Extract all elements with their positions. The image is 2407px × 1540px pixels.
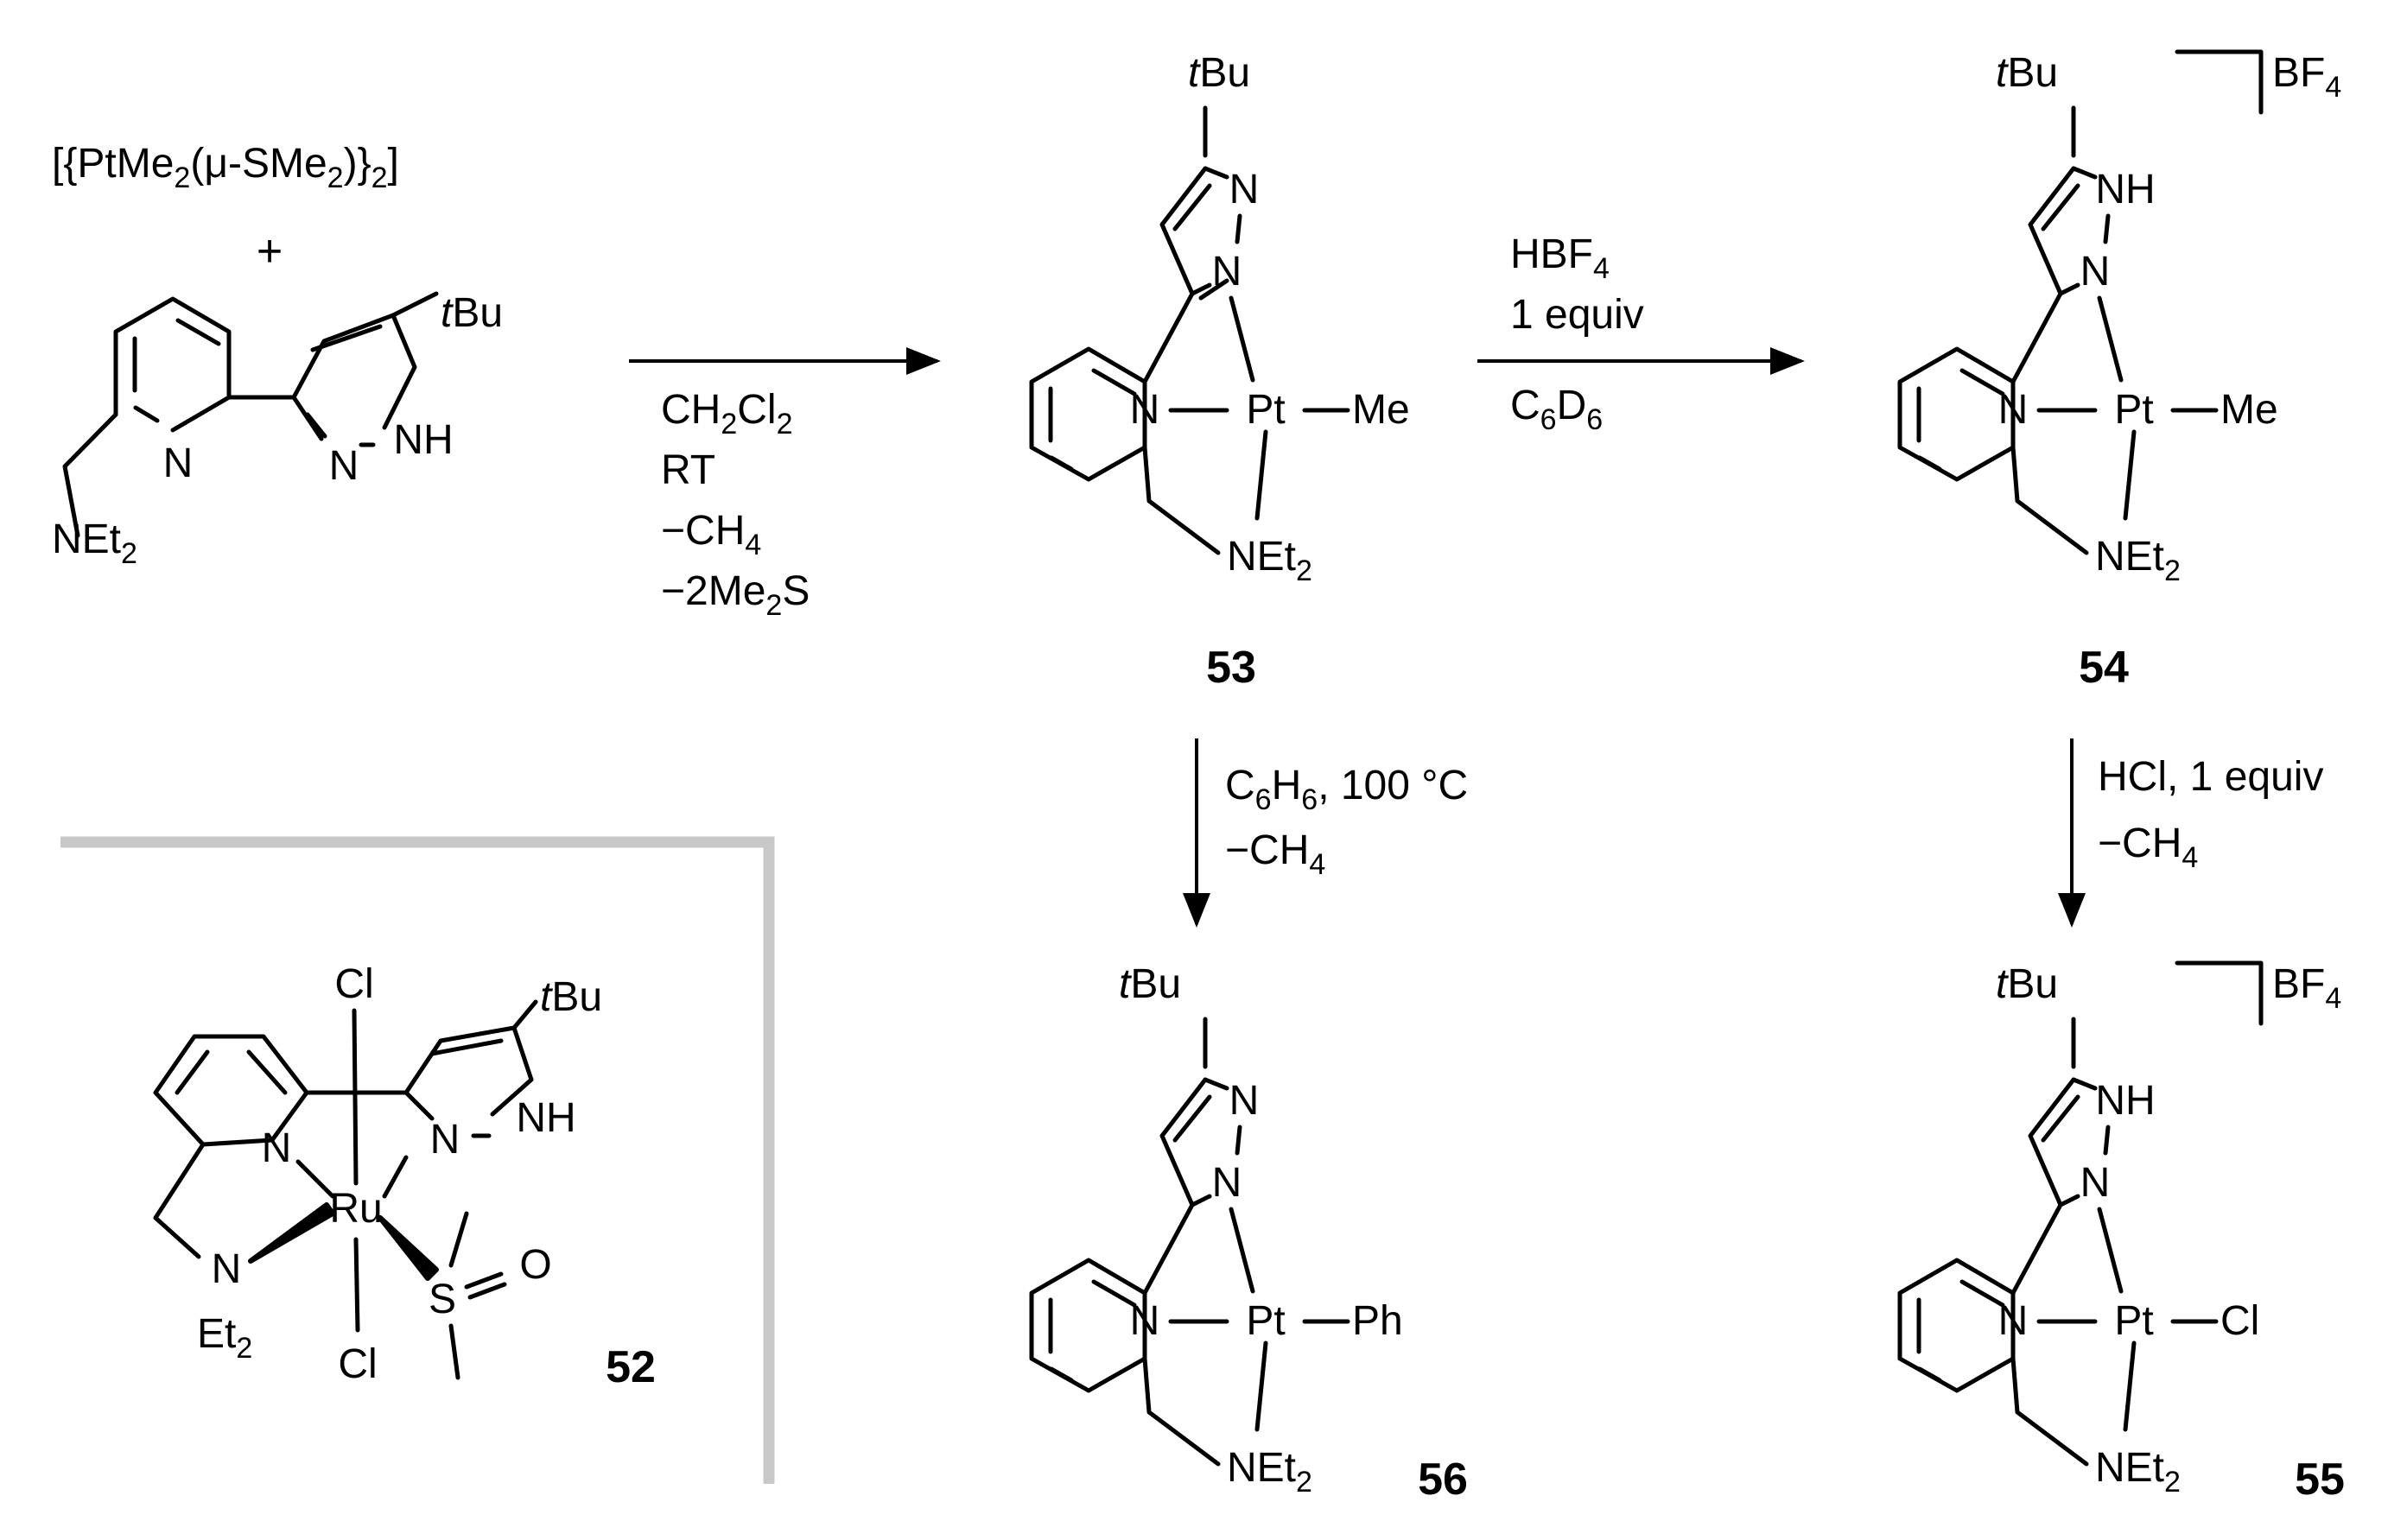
step-1-byproduct-sulfide: −2Me2S <box>661 568 810 622</box>
platinum-precursor-formula: [{PtMe2(μ-SMe2)}2] <box>52 141 399 194</box>
compound-54-amine: NEt2 <box>2095 534 2181 587</box>
compound-55-pyrazole-n: N <box>2080 1160 2111 1206</box>
compound-54-nh: NH <box>2095 167 2155 212</box>
ru-metal: Ru <box>329 1186 382 1232</box>
step-3-byproduct: −CH4 <box>1225 827 1325 881</box>
step-1-solvent: CH2Cl2 <box>661 387 793 440</box>
compound-55-amine: NEt2 <box>2095 1445 2181 1499</box>
compound-55-ligand: Cl <box>2220 1298 2259 1344</box>
compound-56-pyridine-n: N <box>1130 1298 1160 1344</box>
step-2-equiv: 1 equiv <box>1510 292 1644 338</box>
free-ligand-tbu: tBu <box>441 290 503 336</box>
compound-56-pyrazole-n: N <box>1212 1160 1242 1206</box>
step-2-acid: HBF4 <box>1510 231 1610 285</box>
ru-oxygen: O <box>519 1242 551 1288</box>
compound-56-tbu: tBu <box>1119 961 1181 1007</box>
ru-amine-n: N <box>212 1246 242 1292</box>
ru-sulfur: S <box>429 1277 456 1322</box>
ru-axial-cl-top: Cl <box>334 961 373 1007</box>
compound-53-pyridine-n: N <box>1130 387 1160 433</box>
compound-54-pyridine-n: N <box>1998 387 2029 433</box>
compound-53-tbu: tBu <box>1188 50 1250 96</box>
compound-55-tbu: tBu <box>1996 961 2058 1007</box>
ru-complex-label: 52 <box>606 1342 656 1392</box>
ru-sulfoxide-wedge <box>378 1215 439 1281</box>
ru-amine-substituents: Et2 <box>197 1311 252 1365</box>
compound-53-pyrazole-n: N <box>1212 249 1242 295</box>
compound-53-ligand: Me <box>1352 387 1410 433</box>
compound-55-nh: NH <box>2095 1078 2155 1124</box>
free-ligand-nh: NH <box>393 417 453 463</box>
compound-54-label: 54 <box>2079 643 2129 693</box>
compound-55: tBu BF4 NH N N Pt Cl NEt2 55 <box>1897 960 2345 1505</box>
step-4-byproduct: −CH4 <box>2098 821 2198 874</box>
compound-53: tBu N N N Pt Me NEt2 53 <box>1029 50 1410 693</box>
compound-54: tBu BF4 NH N N Pt Me NEt2 54 <box>1897 49 2341 693</box>
compound-56-metal: Pt <box>1246 1298 1285 1344</box>
step-3: C6H6, 100 °C −CH4 <box>1183 738 1468 928</box>
compound-56-ligand: Ph <box>1352 1298 1403 1344</box>
compound-55-metal: Pt <box>2114 1298 2153 1344</box>
compound-53-pyrazole-n-top: N <box>1229 167 1260 212</box>
free-ligand: NEt2 N N NH tBu <box>52 290 503 570</box>
compound-53-amine: NEt2 <box>1227 534 1312 587</box>
compound-54-metal: Pt <box>2114 387 2153 433</box>
ru-complex-frame <box>60 836 775 1484</box>
compound-54-counterion: BF4 <box>2272 50 2341 104</box>
compound-53-label: 53 <box>1206 643 1256 693</box>
ru-tbu: tBu <box>540 974 602 1020</box>
free-ligand-pyrazole-n: N <box>329 443 359 489</box>
compound-55-label: 55 <box>2295 1454 2345 1505</box>
compound-53-metal: Pt <box>1246 387 1285 433</box>
plus-sign: + <box>257 226 283 276</box>
step-2-solvent: C6D6 <box>1510 383 1603 436</box>
ru-pyrazole-n: N <box>430 1117 460 1163</box>
ru-pyridine-n: N <box>262 1125 292 1171</box>
free-ligand-pyridine-n: N <box>163 440 194 486</box>
compound-56-label: 56 <box>1418 1454 1468 1505</box>
compound-54-ligand: Me <box>2220 387 2278 433</box>
ru-nh: NH <box>516 1095 575 1141</box>
ru-amine-wedge <box>248 1202 335 1264</box>
step-3-conditions: C6H6, 100 °C <box>1225 763 1468 816</box>
compound-56-amine: NEt2 <box>1227 1445 1312 1499</box>
compound-56: tBu N N N Pt Ph NEt2 56 <box>1029 961 1468 1505</box>
ru-axial-cl-bottom: Cl <box>338 1341 377 1387</box>
compound-55-counterion: BF4 <box>2272 961 2341 1015</box>
compound-54-pyrazole-n: N <box>2080 249 2111 295</box>
step-4: HCl, 1 equiv −CH4 <box>2058 738 2323 928</box>
compound-56-pyrazole-n-top: N <box>1229 1078 1260 1124</box>
step-1-byproduct-methane: −CH4 <box>661 508 761 561</box>
compound-54-tbu: tBu <box>1996 50 2058 96</box>
step-4-reagent: HCl, 1 equiv <box>2098 754 2323 800</box>
ru-complex-panel: Cl Ru Cl N N Et2 N NH tBu S O 52 <box>60 836 775 1484</box>
starting-materials: [{PtMe2(μ-SMe2)}2] + NEt2 N N NH tBu <box>52 141 503 570</box>
step-1: CH2Cl2 RT −CH4 −2Me2S <box>629 347 941 622</box>
step-2: HBF4 1 equiv C6D6 <box>1477 231 1805 436</box>
compound-55-pyridine-n: N <box>1998 1298 2029 1344</box>
step-1-temperature: RT <box>661 447 715 493</box>
free-ligand-amine-label: NEt2 <box>52 517 137 570</box>
